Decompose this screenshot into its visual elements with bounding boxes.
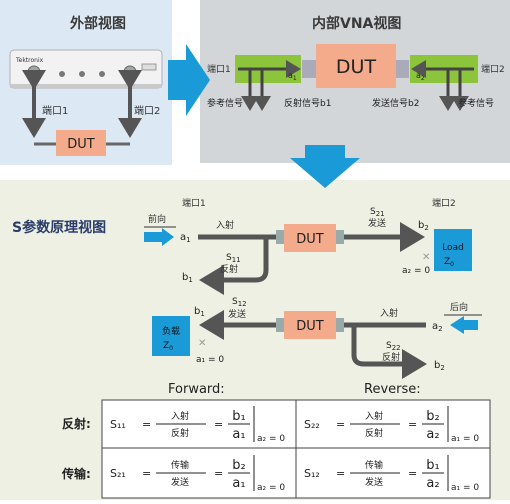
cell-s12-eq2: = (408, 467, 417, 480)
reflect-b1-label: 反射信号b1 (284, 97, 331, 109)
rev-a1-cross-icon: ✕ (198, 338, 206, 349)
s11-reflect-arrow (199, 237, 269, 295)
s21-label: S21 (370, 207, 385, 218)
int-port2-label: 端口2 (481, 63, 505, 75)
cell-s12-cond: a₁ = 0 (451, 483, 479, 493)
cell-s21-fnum: b₂ (232, 458, 245, 473)
backward-arrow-icon (450, 316, 478, 334)
load-block (434, 229, 472, 271)
backward-label: 后向 (450, 301, 468, 313)
cell-s21-cond: a₂ = 0 (257, 483, 285, 493)
s22-label: S22 (386, 341, 401, 352)
forward-label: 前向 (148, 213, 166, 225)
s11-label: S11 (226, 253, 241, 264)
row-reflect-label: 反射: (62, 416, 91, 431)
rev-a2-label: a2 (432, 321, 443, 333)
cell-s21-eq2: = (214, 467, 223, 480)
load-cn-z0: Z0 (163, 341, 173, 352)
cell-s22-den: 反射 (365, 427, 383, 439)
int-a2-label: a2 (416, 71, 425, 82)
cell-s12-den: 发送 (365, 476, 383, 488)
cell-s11-den: 反射 (171, 427, 189, 439)
fwd-a1-label: a1 (180, 232, 191, 244)
load-label: Load (442, 243, 464, 253)
cell-s21-eq1: = (142, 467, 151, 480)
cell-s21-s: S₂₁ (110, 467, 126, 480)
s12-label: S12 (232, 297, 247, 308)
right-arrow-icon (168, 44, 210, 116)
fwd-reflect-label: 反射 (220, 263, 238, 275)
fwd-send-label: 发送 (368, 217, 386, 229)
ext-port1-label: 端口1 (42, 104, 68, 117)
cell-s22-num: 入射 (365, 410, 383, 422)
cell-s12-fnum: b₁ (426, 458, 439, 473)
int-a1-label: a1 (288, 71, 297, 82)
cell-s22-s: S₂₂ (304, 418, 320, 431)
rev-reflect-label: 反射 (382, 351, 400, 363)
fwd-dut-block (284, 224, 336, 252)
principle-port2: 端口2 (432, 197, 456, 209)
fwd-dut-label: DUT (296, 232, 324, 247)
fwd-incident-label: 入射 (216, 219, 234, 231)
rev-dut-block (284, 311, 336, 339)
cell-s22-eq1: = (336, 418, 345, 431)
int-dut-label: DUT (336, 56, 377, 78)
rev-send-label: 发送 (228, 308, 246, 320)
fwd-a2-zero: a₂ = 0 (402, 266, 430, 276)
port1-connector-icon (27, 65, 41, 79)
fwd-b2-label: b2 (418, 220, 429, 232)
vna-instrument: Tektronix (9, 49, 163, 89)
cell-s11-num: 入射 (171, 410, 189, 422)
load-cn-block (152, 316, 190, 356)
cell-s11-fden: a₁ (232, 427, 245, 442)
cell-s11-eq2: = (214, 418, 223, 431)
cell-s12-num: 传输 (365, 459, 383, 471)
rev-b1-label: b1 (194, 306, 205, 318)
rev-dut-label: DUT (296, 319, 324, 334)
cell-s21-den: 发送 (171, 476, 189, 488)
reverse-header: Reverse: (364, 382, 421, 397)
ext-dut-block (56, 130, 106, 156)
ref-signal-left-label: 参考信号 (207, 97, 243, 109)
cell-s11-eq1: = (142, 418, 151, 431)
cell-s22-eq2: = (408, 418, 417, 431)
cell-s12-s: S₁₂ (304, 467, 320, 480)
rev-b2-label: b2 (434, 360, 445, 372)
s22-reflect-arrow (351, 325, 427, 379)
cell-s12-eq1: = (336, 467, 345, 480)
cell-s11-cond: a₂ = 0 (257, 434, 285, 444)
ext-port2-label: 端口2 (134, 104, 160, 117)
cell-s11-s: S₁₁ (110, 418, 126, 431)
ext-dut-label: DUT (67, 137, 95, 152)
int-port1-label: 端口1 (207, 63, 231, 75)
cell-s12-fden: a₂ (426, 476, 439, 491)
forward-header: Forward: (168, 382, 225, 397)
cell-s11-fnum: b₁ (232, 409, 245, 424)
down-arrow-icon (290, 145, 360, 188)
cell-s22-fnum: b₂ (426, 409, 439, 424)
load-z0: Z0 (444, 257, 454, 268)
port2-connector-icon (123, 65, 137, 79)
int-dut-block (316, 44, 396, 88)
cell-s21-fden: a₁ (232, 476, 245, 491)
cell-s22-fden: a₂ (426, 427, 439, 442)
instrument-brand: Tektronix (15, 57, 44, 64)
internal-view-title: 内部VNA视图 (312, 15, 401, 32)
rev-a1-zero: a₁ = 0 (196, 355, 224, 365)
external-view-title: 外部视图 (70, 15, 126, 32)
principle-port1: 端口1 (182, 197, 206, 209)
principle-title: S参数原理视图 (12, 219, 106, 236)
ref-signal-right-label: 参考信号 (458, 97, 494, 109)
row-transmit-label: 传输: (61, 466, 91, 481)
rev-incident-label: 入射 (380, 307, 398, 319)
fwd-b1-label: b1 (182, 272, 193, 284)
load-cn-label: 负载 (162, 325, 180, 337)
fwd-a2-cross-icon: ✕ (422, 252, 430, 263)
forward-arrow-icon (144, 228, 174, 246)
cell-s22-cond: a₁ = 0 (451, 434, 479, 444)
send-b2-label: 发送信号b2 (372, 97, 419, 109)
cell-s21-num: 传输 (171, 459, 189, 471)
